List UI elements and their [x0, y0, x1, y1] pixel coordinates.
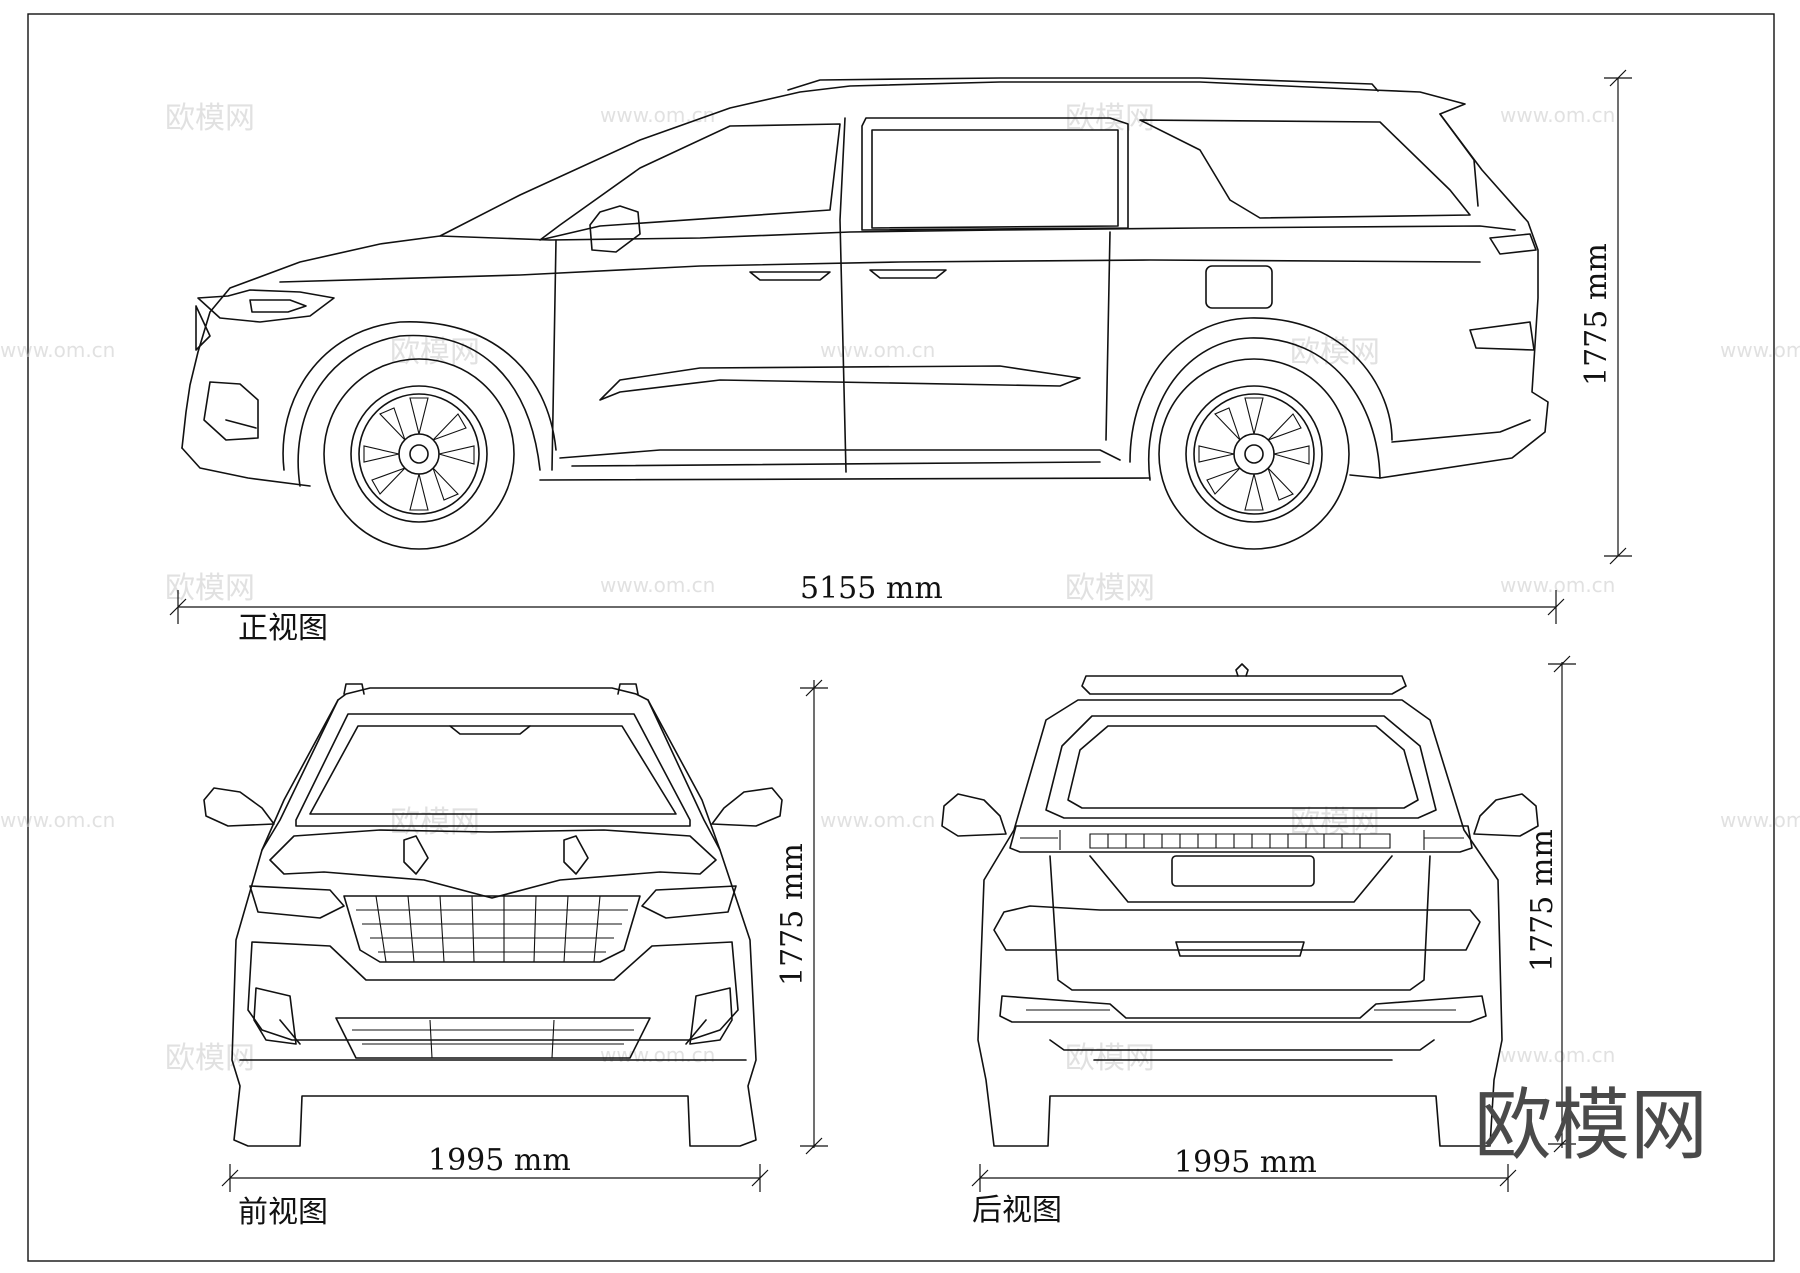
rear-light-bar [1009, 825, 1473, 853]
side-height-dimension: 1775 mm [1579, 69, 1632, 565]
drawing-border [27, 13, 1775, 1262]
watermark-brand: 欧模网 [165, 101, 255, 136]
watermark-layer: 欧模网 www.om.cn 欧模网 www.om.cn www.om.cn 欧模… [0, 101, 1800, 1076]
watermark-brand: 欧模网 [165, 1041, 255, 1076]
length-dimension-label: 5155 mm [800, 571, 943, 606]
watermark-url: www.om.cn [1720, 338, 1800, 362]
watermark-url: www.om.cn [1500, 103, 1615, 127]
rear-width-label: 1995 mm [1174, 1145, 1317, 1180]
rear-height-label: 1775 mm [1525, 829, 1560, 972]
watermark-url: www.om.cn [600, 103, 715, 127]
rear-height-dimension: 1775 mm [1525, 655, 1576, 1153]
watermark-brand: 欧模网 [390, 335, 480, 370]
watermark-url: www.om.cn [1500, 573, 1615, 597]
watermark-url: www.om.cn [0, 338, 115, 362]
side-view-drawing [181, 77, 1549, 550]
watermark-url: www.om.cn [600, 573, 715, 597]
front-wheel-side [323, 358, 515, 550]
rear-width-dimension: 1995 mm [971, 1145, 1517, 1192]
watermark-brand: 欧模网 [1065, 571, 1155, 606]
watermark-brand: 欧模网 [1065, 1041, 1155, 1076]
watermark-url: www.om.cn [820, 338, 935, 362]
front-grille [343, 895, 641, 963]
watermark-url: www.om.cn [1720, 808, 1800, 832]
rear-wheel-side [1158, 358, 1350, 550]
watermark-url: www.om.cn [1500, 1043, 1615, 1067]
front-width-dimension: 1995 mm [221, 1143, 769, 1192]
watermark-brand: 欧模网 [1290, 335, 1380, 370]
front-view-drawing [203, 683, 783, 1147]
watermark-brand: 欧模网 [390, 805, 480, 840]
side-view-title: 正视图 [238, 611, 328, 646]
side-height-label: 1775 mm [1579, 243, 1614, 386]
watermark-url: www.om.cn [820, 808, 935, 832]
rear-view-title: 后视图 [972, 1193, 1062, 1228]
rear-view-drawing [941, 663, 1539, 1147]
front-view-title: 前视图 [238, 1195, 328, 1230]
corner-logo: 欧模网 [1474, 1081, 1708, 1171]
watermark-url: www.om.cn [600, 1043, 715, 1067]
front-height-dimension: 1775 mm [775, 679, 828, 1155]
watermark-brand: 欧模网 [1290, 805, 1380, 840]
rear-plate [1171, 855, 1315, 887]
front-height-label: 1775 mm [775, 843, 810, 986]
front-width-label: 1995 mm [428, 1143, 571, 1178]
side-length-dimension: 5155 mm [169, 571, 1565, 624]
watermark-url: www.om.cn [0, 808, 115, 832]
watermark-brand: 欧模网 [165, 571, 255, 606]
